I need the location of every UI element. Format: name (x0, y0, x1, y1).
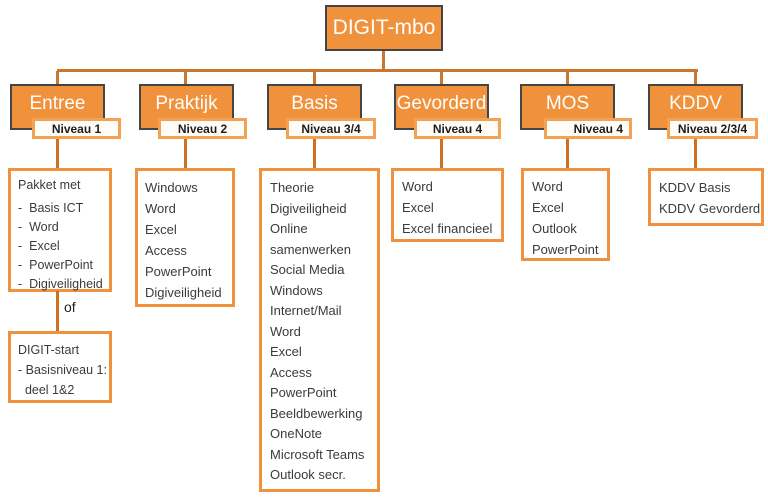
course-line: Word (532, 179, 563, 194)
connector-drop-entree (56, 71, 59, 85)
connector-drop-praktijk (184, 71, 187, 85)
branch-mos-label: MOS (545, 93, 590, 114)
connector-entree-or (56, 291, 59, 332)
connector-niveau-gevorderd (440, 139, 443, 168)
course-line: - Excel (18, 239, 60, 253)
branch-praktijk-label: Praktijk (155, 93, 218, 114)
connector-niveau-mos (566, 139, 569, 168)
branch-gevorderd-label: Gevorderd (396, 93, 487, 114)
connector-drop-gevorderd (440, 71, 443, 85)
course-line: Theorie (270, 180, 315, 195)
niveau-badge-gevorderd: Niveau 4 (414, 118, 501, 139)
course-line: Excel (532, 200, 564, 215)
course-line: Pakket met (18, 178, 81, 192)
niveau-badge-gevorderd-label: Niveau 4 (432, 121, 483, 136)
course-line: - Basisniveau 1: (18, 363, 107, 377)
course-line: Outlook secr. (270, 467, 346, 482)
connector-spine (57, 69, 698, 72)
niveau-badge-basis: Niveau 3/4 (286, 118, 376, 139)
connector-root-stub (382, 51, 385, 70)
course-line: Access (145, 243, 187, 258)
course-line: Online (270, 221, 308, 236)
connector-drop-mos (566, 71, 569, 85)
niveau-badge-praktijk-label: Niveau 2 (177, 121, 228, 136)
or-label: of (64, 299, 76, 315)
course-line: Microsoft Teams (270, 446, 365, 462)
course-line: Excel (270, 344, 302, 359)
course-line: - PowerPoint (18, 258, 94, 272)
course-line: - Digiveiligheid (18, 277, 103, 291)
course-line: Word (145, 201, 176, 216)
branch-kddv-label: KDDV (669, 93, 722, 114)
course-line: deel 1&2 (18, 383, 75, 397)
course-line: Digiveiligheid (145, 285, 222, 300)
connector-niveau-entree (56, 139, 59, 168)
niveau-badge-basis-label: Niveau 3/4 (301, 121, 361, 136)
course-line: samenwerken (270, 241, 351, 257)
root-node: DIGIT-mbo (325, 5, 443, 51)
course-line: Outlook (532, 221, 577, 236)
course-line: PowerPoint (532, 242, 599, 257)
niveau-badge-kddv: Niveau 2/3/4 (667, 118, 758, 139)
connector-niveau-basis (313, 139, 316, 168)
course-line: - Basis ICT (18, 201, 84, 215)
course-line: Excel (145, 222, 177, 237)
niveau-badge-entree: Niveau 1 (32, 118, 121, 139)
course-line: Word (402, 179, 433, 194)
niveau-badge-mos-label: Niveau 4 (573, 121, 623, 136)
course-line: Access (270, 364, 312, 380)
connector-drop-basis (313, 71, 316, 85)
course-line: Excel (402, 200, 434, 215)
course-line: Windows (145, 180, 198, 195)
course-line: PowerPoint (145, 264, 212, 279)
course-line: KDDV Basis (659, 180, 731, 195)
niveau-badge-kddv-label: Niveau 2/3/4 (677, 121, 748, 136)
course-line: Windows (270, 282, 323, 298)
course-line: Internet/Mail (270, 303, 342, 318)
course-line: OneNote (270, 426, 323, 441)
connector-drop-kddv (694, 71, 697, 85)
course-line: Beeldbewerking (270, 405, 363, 421)
branch-basis-label: Basis (291, 93, 338, 114)
course-line: KDDV Gevorderd (659, 201, 761, 216)
course-line: DIGIT-start (18, 343, 80, 357)
connector-niveau-praktijk (184, 139, 187, 168)
root-node-label: DIGIT-mbo (332, 16, 436, 39)
course-line: - Word (18, 220, 59, 234)
course-line: Digiveiligheid (270, 200, 347, 216)
niveau-badge-mos: Niveau 4 (544, 118, 632, 139)
courses-entree: Pakket met - Basis ICT - Word - Excel - Powe… (8, 168, 112, 292)
course-line: Word (270, 323, 301, 339)
branch-entree-label: Entree (29, 93, 86, 114)
niveau-badge-praktijk: Niveau 2 (158, 118, 247, 139)
course-line: Excel financieel (402, 221, 493, 236)
niveau-badge-entree-label: Niveau 1 (51, 121, 102, 136)
course-line: PowerPoint (270, 385, 337, 400)
connector-niveau-kddv (694, 139, 697, 168)
courses-entree-digit-start: DIGIT-start - Basisniveau 1: deel 1&2 (8, 331, 112, 403)
course-line: Social Media (270, 262, 345, 277)
